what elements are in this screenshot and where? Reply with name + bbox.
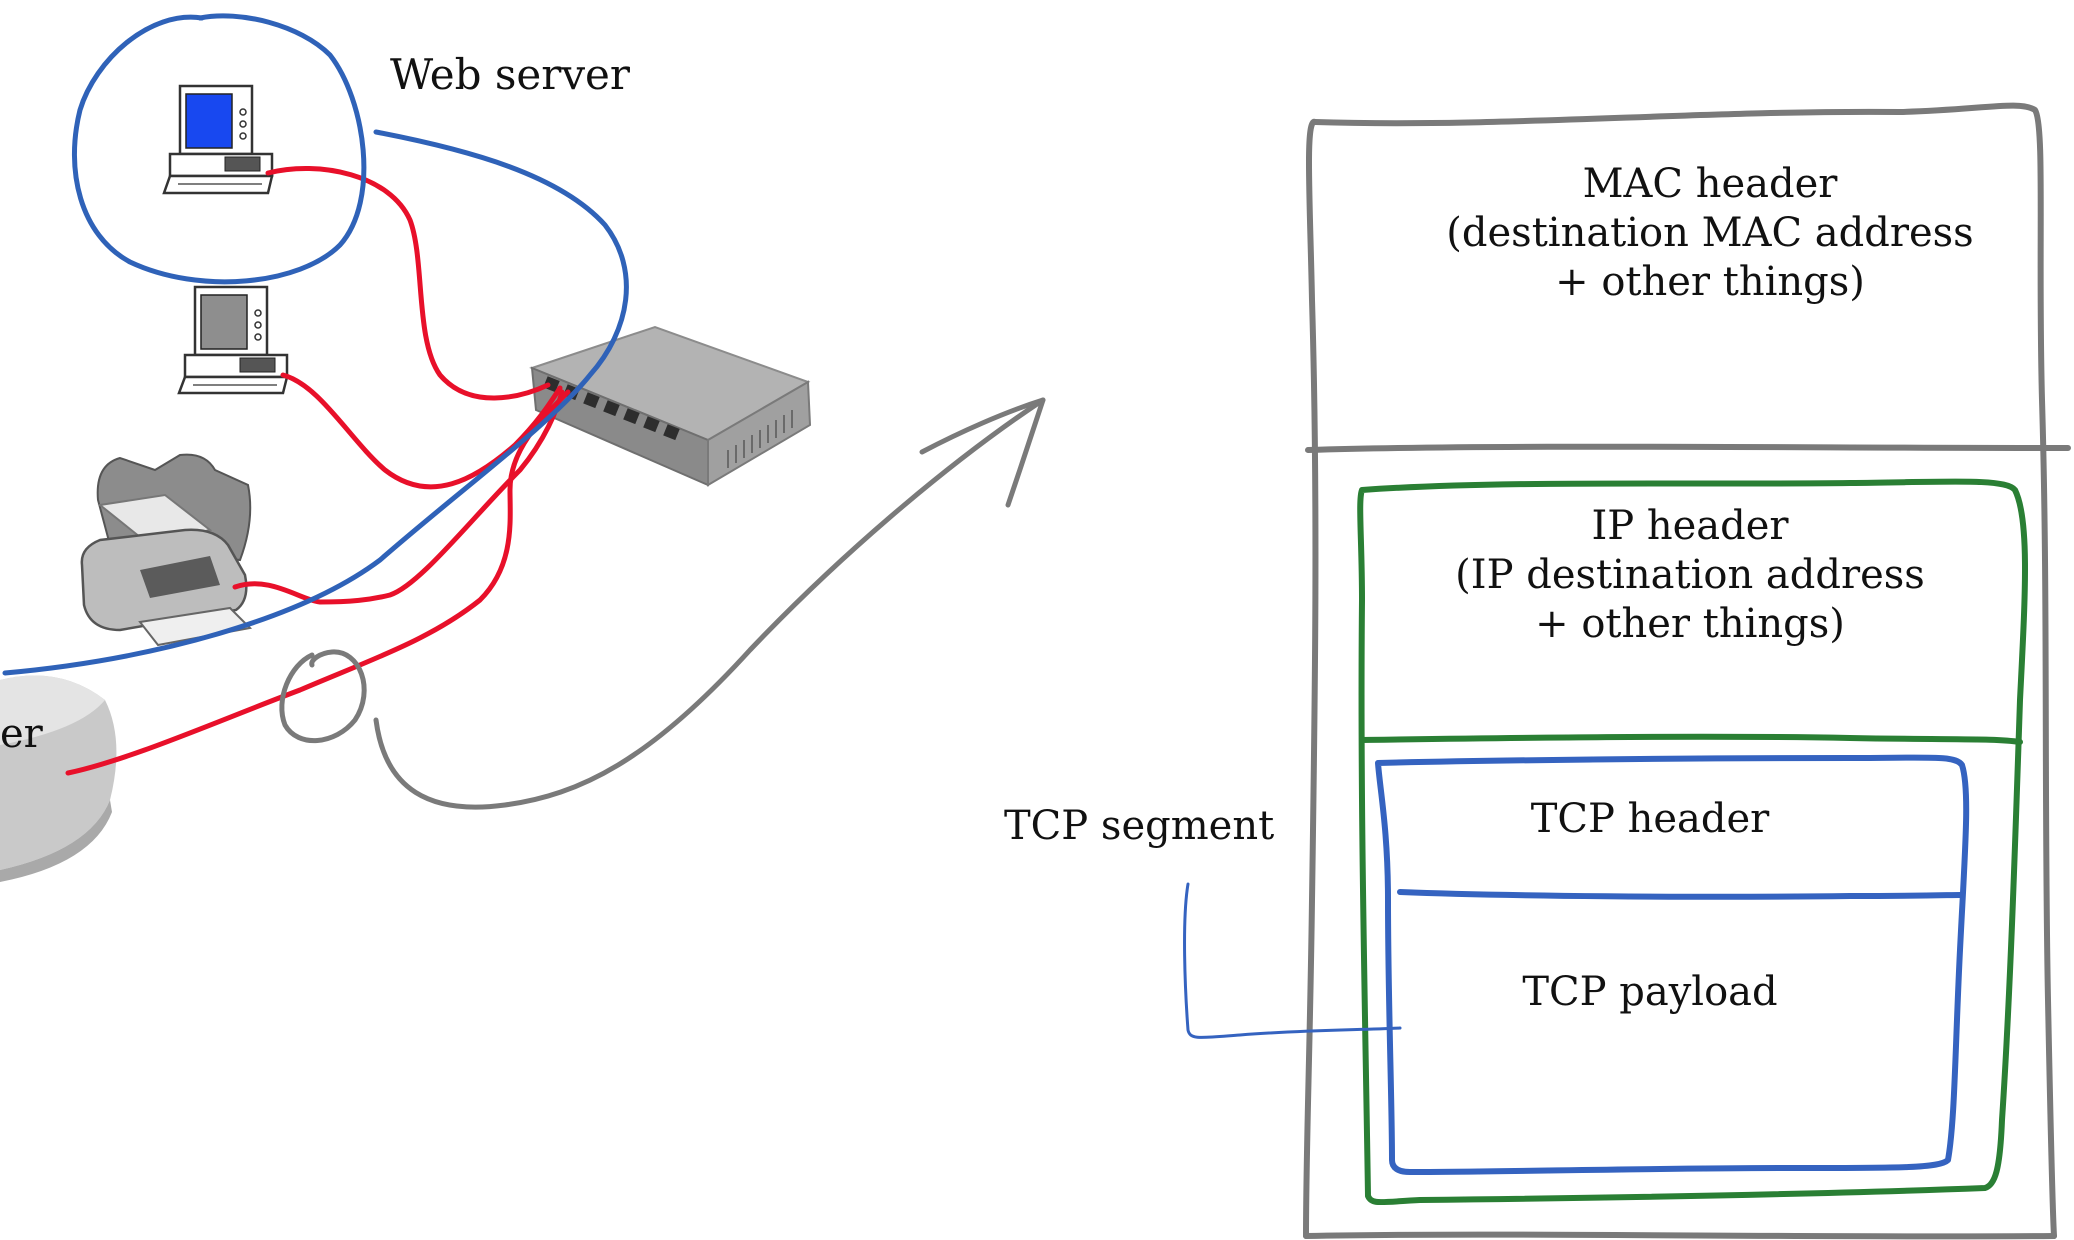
- ip-header-note: + other things): [1535, 601, 1845, 647]
- ip-header-title: IP header: [1591, 503, 1789, 549]
- router-icon: [0, 675, 117, 882]
- ip-header-detail: (IP destination address: [1455, 552, 1925, 598]
- tcp-segment-outline: [1375, 754, 1970, 1175]
- web-server-highlight-path: [2, 13, 629, 676]
- tcp-segment-pointer: [1183, 882, 1402, 1039]
- network-switch-icon: [529, 325, 812, 487]
- desktop-computer-icon: [177, 285, 289, 395]
- tcp-segment-label: TCP segment: [1004, 803, 1275, 849]
- router-label: er: [0, 711, 43, 757]
- mac-header-note: + other things): [1555, 259, 1865, 305]
- zoom-in-arrow: [279, 397, 1046, 810]
- mac-header-title: MAC header: [1582, 161, 1838, 207]
- web-server-label: Web server: [390, 50, 630, 99]
- ip-header-label: IP header (IP destination address + othe…: [1380, 502, 2000, 649]
- web-server-computer-icon: [162, 84, 274, 195]
- tcp-header-label: TCP header: [1530, 796, 1770, 842]
- ip-packet-outline: [1357, 478, 2028, 1206]
- mac-header-detail: (destination MAC address: [1446, 210, 1974, 256]
- ethernet-frame-outline: [1303, 102, 2071, 1240]
- mac-header-label: MAC header (destination MAC address + ot…: [1400, 160, 2020, 307]
- red-ethernet-cables: [65, 166, 571, 776]
- tcp-payload-label: TCP payload: [1522, 969, 1778, 1015]
- printer-icon: [80, 453, 253, 647]
